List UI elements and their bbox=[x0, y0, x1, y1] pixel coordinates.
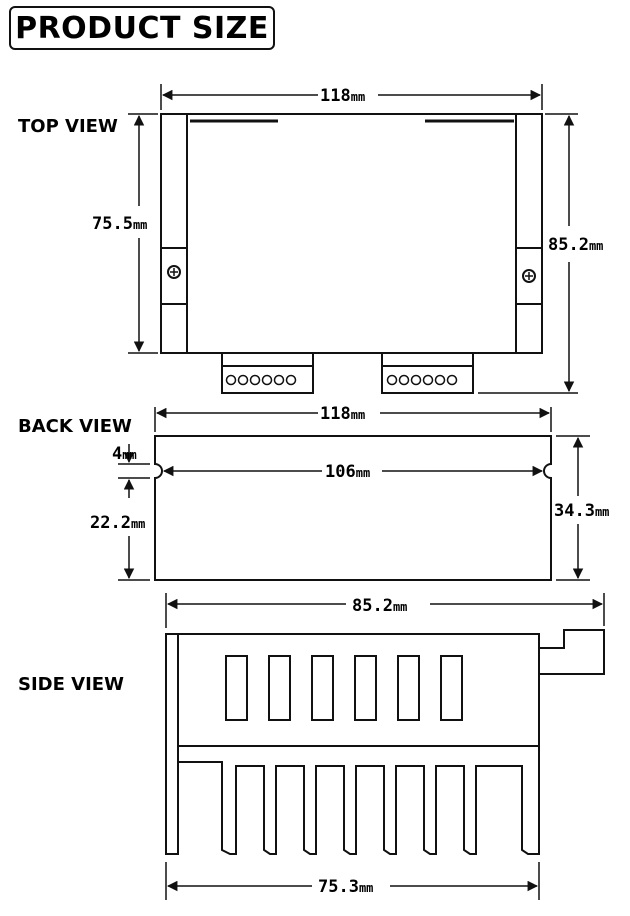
dim-back-lower-height: 22.2mm bbox=[90, 513, 145, 533]
terminal-block-left bbox=[221, 352, 314, 394]
top-view-label: TOP VIEW bbox=[18, 116, 118, 137]
screw-icon bbox=[167, 265, 181, 279]
right-mount-tab bbox=[515, 247, 543, 305]
dim-back-height: 34.3mm bbox=[554, 501, 609, 521]
back-view-label: BACK VIEW bbox=[18, 416, 132, 437]
dim-back-width: 118mm bbox=[320, 404, 365, 424]
dim-top-inner-height: 75.5mm bbox=[92, 214, 147, 234]
left-mount-tab bbox=[160, 247, 188, 305]
back-view-drawing bbox=[154, 435, 552, 581]
dim-side-width: 85.2mm bbox=[352, 596, 407, 616]
top-view-body bbox=[160, 113, 543, 354]
side-connector bbox=[539, 629, 605, 675]
page-title: PRODUCT SIZE bbox=[9, 6, 275, 50]
dim-top-width: 118mm bbox=[320, 86, 365, 106]
terminal-pins bbox=[225, 374, 458, 386]
dim-side-base-width: 75.3mm bbox=[318, 877, 373, 897]
dim-back-slot-offset: 4mm bbox=[112, 444, 137, 464]
dim-back-slot-spacing: 106mm bbox=[325, 462, 370, 482]
side-view-drawing bbox=[165, 629, 605, 855]
side-top-housing bbox=[177, 633, 540, 747]
heatsink-fins bbox=[177, 746, 540, 855]
side-wall bbox=[165, 633, 179, 855]
top-view-drawing bbox=[160, 113, 543, 394]
side-view-label: SIDE VIEW bbox=[18, 674, 124, 695]
dim-top-outer-height: 85.2mm bbox=[548, 235, 603, 255]
screw-icon bbox=[522, 269, 536, 283]
terminal-block-right bbox=[381, 352, 474, 394]
back-view-body bbox=[154, 435, 552, 581]
